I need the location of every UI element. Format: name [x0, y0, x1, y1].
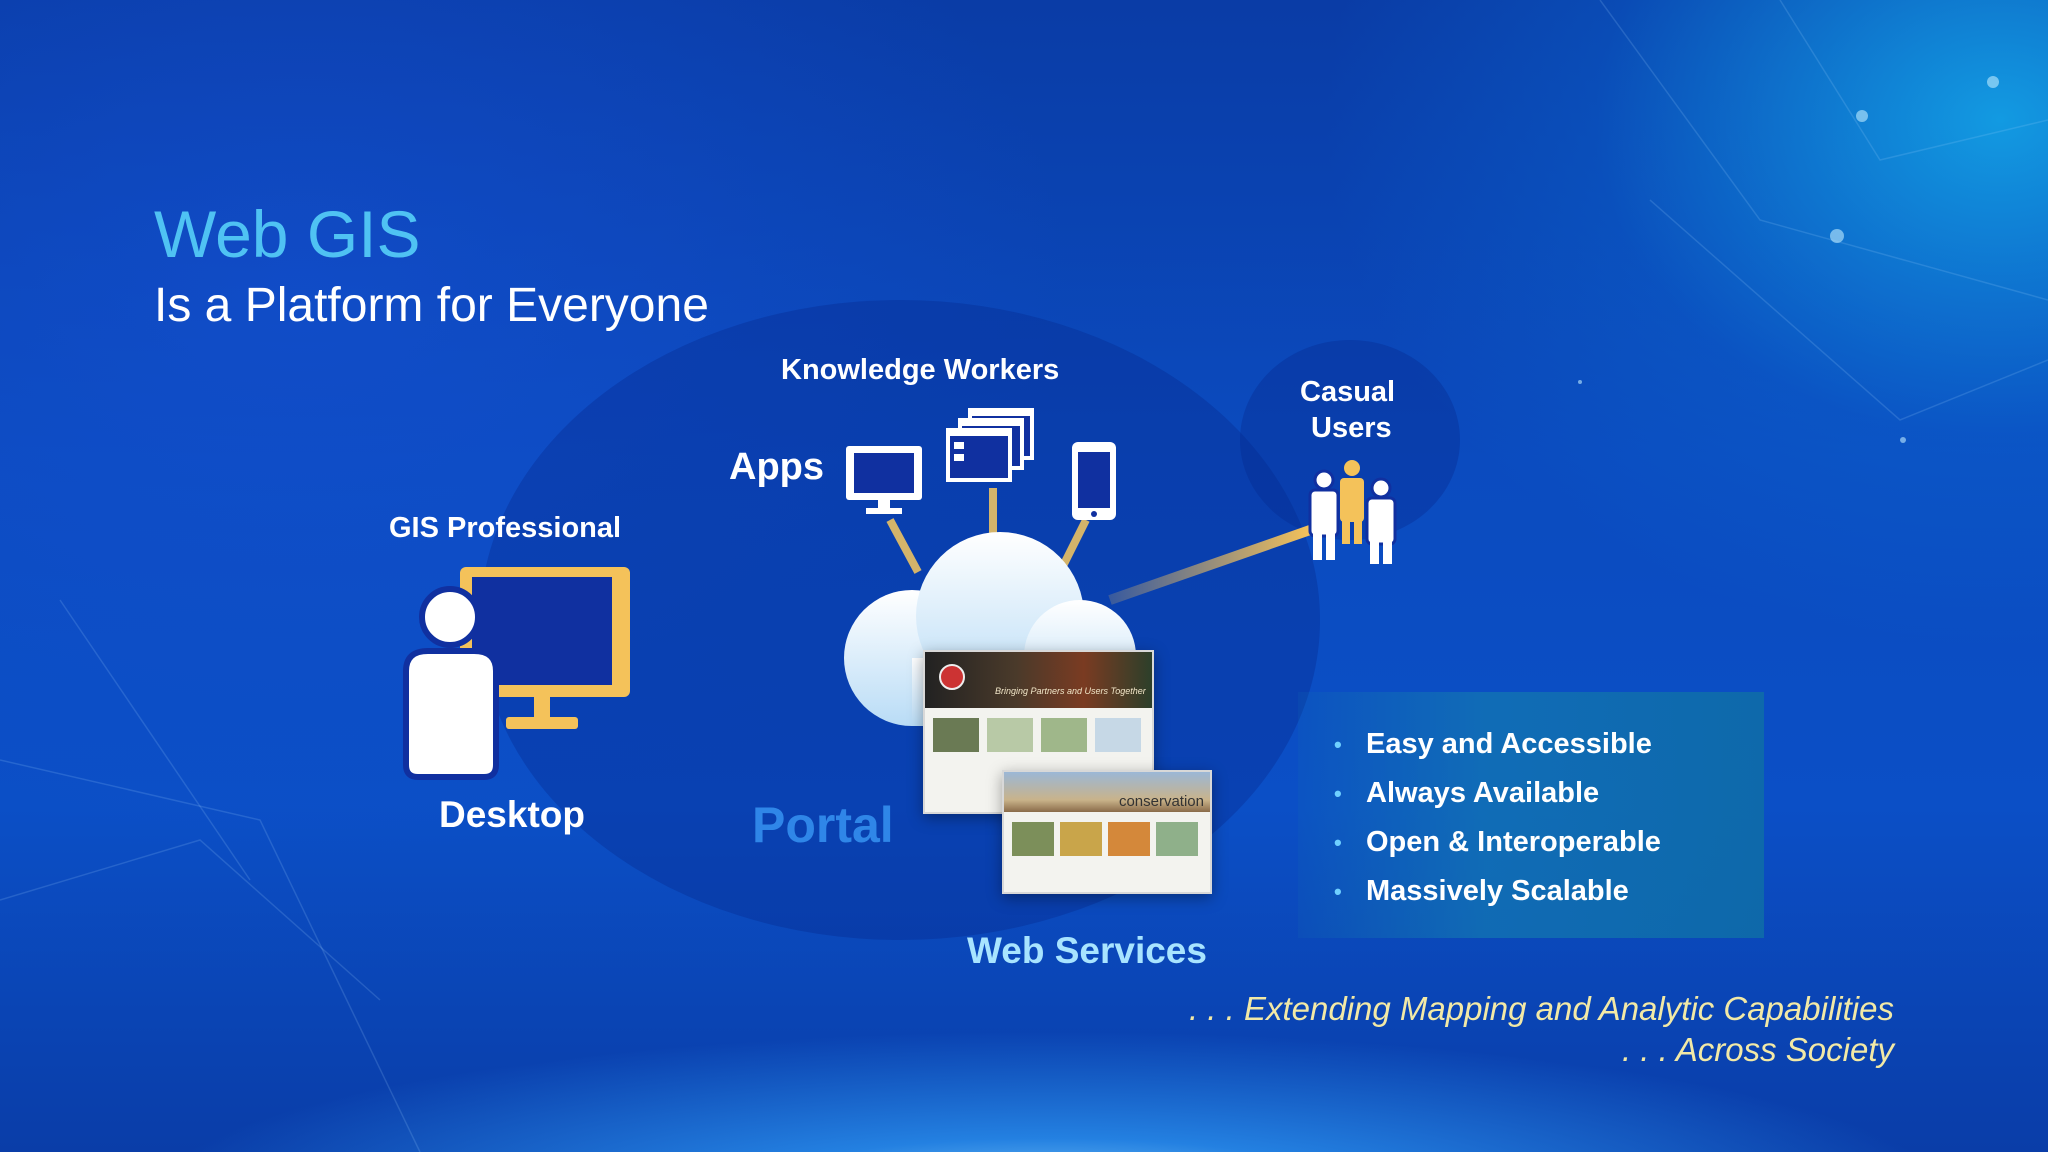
desktop-monitor-icon — [846, 446, 922, 514]
bullet-dot-icon: • — [1334, 780, 1342, 806]
benefits-panel: •Easy and Accessible •Always Available •… — [1298, 692, 1764, 938]
tagline-line2: . . . Across Society — [1621, 1031, 1894, 1068]
page-title: Web GIS — [154, 197, 421, 271]
gis-professional-label: GIS Professional — [389, 512, 622, 544]
bullet-dot-icon: • — [1334, 829, 1342, 855]
monitor-connector — [886, 518, 922, 574]
preview-mountain-banner: conservation — [1004, 772, 1210, 812]
casual-users-label-line1: Casual — [1300, 376, 1396, 408]
preview-map-thumbnails — [1004, 812, 1210, 866]
casual-users-connector — [1108, 525, 1312, 605]
logo-icon — [939, 664, 965, 690]
bullet-dot-icon: • — [1334, 878, 1342, 904]
apps-label: Apps — [729, 446, 824, 488]
smartphone-icon — [1072, 442, 1116, 520]
casual-users-label-line2: Users — [1311, 412, 1392, 444]
benefits-list: •Easy and Accessible •Always Available •… — [1298, 692, 1764, 916]
web-services-label: Web Services — [967, 930, 1207, 971]
windows-stack-icon — [946, 408, 1034, 482]
preview-banner-text: Bringing Partners and Users Together — [995, 686, 1146, 696]
preview-heading: conservation — [1118, 793, 1204, 810]
page-subtitle: Is a Platform for Everyone — [154, 279, 709, 332]
list-item: •Easy and Accessible — [1334, 728, 1652, 760]
bullet-dot-icon: • — [1334, 731, 1342, 757]
people-group-icon — [1308, 460, 1397, 564]
preview-thumbnails — [925, 708, 1152, 762]
desktop-label: Desktop — [439, 794, 585, 835]
person-at-desktop-icon — [403, 567, 630, 780]
list-item: •Open & Interoperable — [1334, 826, 1661, 858]
list-item: •Massively Scalable — [1334, 875, 1629, 907]
tagline-line1: . . . Extending Mapping and Analytic Cap… — [1188, 990, 1894, 1027]
preview-banner: Bringing Partners and Users Together — [925, 652, 1152, 708]
conservation-web-page-preview: conservation — [1002, 770, 1212, 894]
portal-label: Portal — [752, 797, 894, 853]
knowledge-workers-label: Knowledge Workers — [781, 354, 1060, 386]
list-item: •Always Available — [1334, 777, 1600, 809]
